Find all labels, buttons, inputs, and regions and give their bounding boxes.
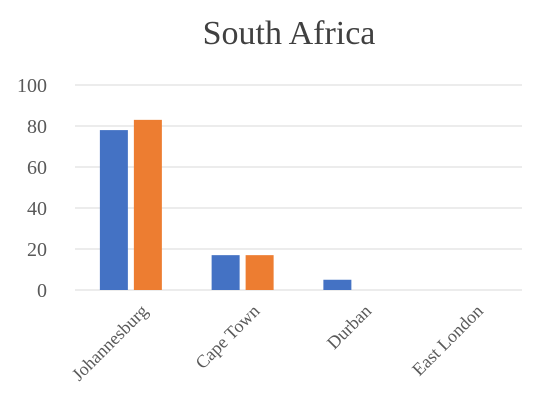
bar-series2-johannesburg — [133, 119, 162, 290]
x-category-label: Cape Town — [191, 301, 263, 373]
bar-series2-cape-town — [245, 255, 274, 290]
y-axis-ticks: 0 20 40 60 80 100 — [17, 75, 47, 302]
chart-title: South Africa — [203, 15, 376, 52]
y-tick-label: 60 — [27, 157, 47, 179]
y-tick-label: 20 — [27, 239, 47, 261]
bar-series1-cape-town — [211, 255, 240, 290]
bars — [99, 119, 352, 290]
x-category-label: East London — [408, 301, 487, 380]
y-tick-label: 80 — [27, 116, 47, 138]
y-tick-label: 100 — [17, 75, 47, 97]
bar-series1-durban — [323, 279, 352, 290]
x-category-label: Johannesburg — [68, 301, 152, 385]
bar-series1-johannesburg — [99, 130, 128, 290]
x-category-label: Durban — [323, 301, 375, 353]
x-axis-category-labels: Johannesburg Cape Town Durban East London — [68, 301, 487, 385]
y-tick-label: 0 — [37, 280, 47, 302]
y-tick-label: 40 — [27, 198, 47, 220]
